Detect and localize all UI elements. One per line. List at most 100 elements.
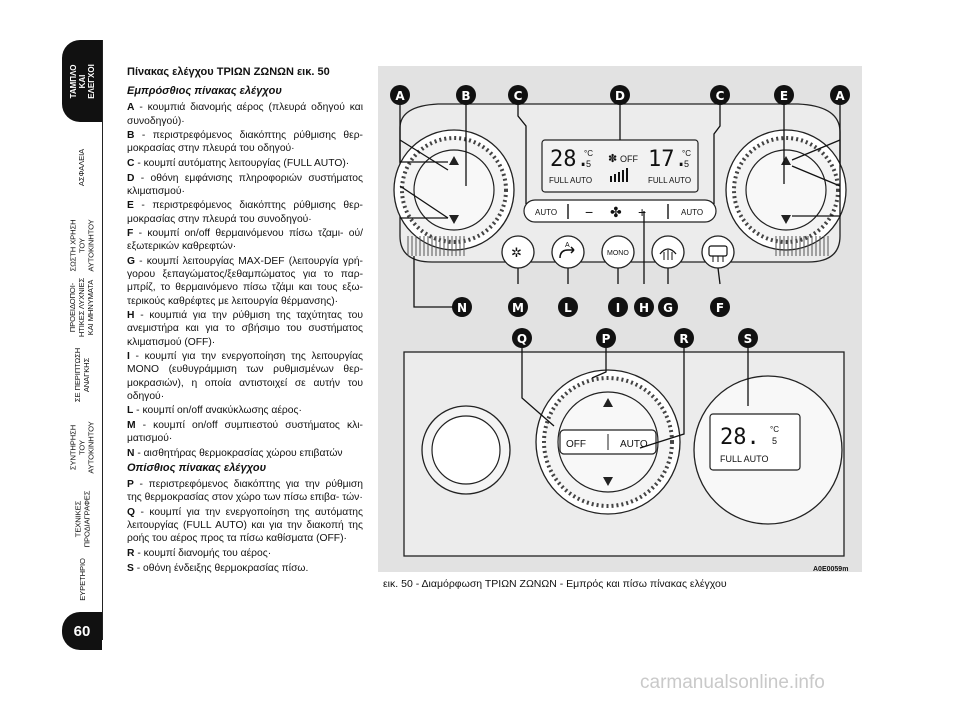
rear-items-list: P - περιστρεφόμενος διακόπτης για την ρύ…: [127, 478, 363, 575]
auto-button-left[interactable]: AUTO: [535, 208, 557, 217]
callout-label: M: [512, 301, 524, 315]
callout-leaders-front: [399, 95, 841, 308]
legend-item: L - κουμπί on/off ανακύκλωσης αέρος·: [127, 404, 363, 417]
watermark: carmanualsonline.info: [640, 672, 825, 693]
recirculation-icon: [559, 246, 575, 259]
legend-text: - κουμπί για την ενεργοποίηση της λειτου…: [127, 351, 363, 402]
legend-item: H - κουμπιά για την ρύθμιση της ταχύτητα…: [127, 309, 363, 349]
callout-label: R: [679, 332, 688, 346]
auto-button-right[interactable]: AUTO: [681, 208, 703, 217]
tab-index[interactable]: ΕΥΡΕΤΗΡΙΟ: [77, 557, 87, 601]
legend-key: D: [127, 172, 135, 184]
front-items-list: A - κουμπιά διανομής αέρος (πλευρά οδηγο…: [127, 101, 363, 460]
callout-q: [512, 328, 532, 348]
tab-dashboard-controls[interactable]: ΤΑΜΠΛΟ ΚΑΙ ΕΛΕΓΧΟΙ: [62, 40, 102, 122]
legend-text: - κουμπί on/off ανακύκλωσης αέρος·: [136, 405, 302, 417]
callout-e: [774, 85, 794, 105]
legend-key: S: [127, 562, 134, 574]
legend-key: C: [127, 158, 135, 169]
callout-i: [608, 297, 628, 317]
temp-unit-label: °C: [584, 149, 593, 158]
rear-auto-label[interactable]: AUTO: [620, 439, 648, 450]
legend-key: B: [127, 130, 135, 142]
legend-key: R: [127, 547, 135, 559]
arrow-down-icon: [449, 215, 459, 224]
legend-text: - οθόνη ένδειξης θερμοκρασίας πίσω.: [136, 562, 309, 574]
tab-safety[interactable]: ΑΣΦΑΛΕΙΑ: [77, 148, 87, 186]
windshield-defrost-icon: [659, 248, 677, 255]
legend-key: E: [127, 200, 134, 212]
rear-panel-heading: Οπίσθιος πίνακας ελέγχου: [127, 461, 267, 474]
callout-label: A: [395, 89, 405, 103]
legend-item: Q - κουμπί για την ενεργοποίηση της αυτό…: [127, 506, 363, 546]
callout-label: C: [514, 89, 523, 103]
legend-text: - περιστρεφόμενος διακόπτης για την ρύθμ…: [127, 479, 363, 504]
callout-label: F: [716, 301, 724, 315]
legend-text: - περιστρεφόμενος διακόπτης ρύθμισης θερ…: [127, 130, 363, 155]
climate-panel-illustration: 28. °C 5 FULL AUTO ✽ OFF 17. °C 5 FULL A…: [390, 85, 850, 557]
legend-item: F - κουμπί on/off θερμαινόμενου πίσω τζα…: [127, 227, 363, 253]
body-text: Πίνακας ελέγχου ΤΡΙΩΝ ΖΩΝΩΝ εικ. 50 Εμπρ…: [127, 66, 363, 576]
callout-label: N: [457, 301, 467, 315]
callout-label: E: [780, 89, 788, 103]
callout-p: [596, 328, 616, 348]
passenger-mode-label: FULL AUTO: [648, 176, 691, 185]
callout-label: L: [564, 301, 572, 315]
legend-item: S - οθόνη ένδειξης θερμοκρασίας πίσω.: [127, 562, 363, 575]
passenger-temp-knob[interactable]: [725, 129, 847, 251]
mono-button[interactable]: MONO: [601, 235, 635, 269]
legend-key: I: [127, 351, 130, 363]
front-panel-heading: Εμπρόσθιος πίνακας ελέγχου: [127, 85, 282, 98]
legend-item: N - αισθητήρας θερμοκρασίας χώρου επιβατ…: [127, 447, 363, 460]
driver-mode-label: FULL AUTO: [549, 176, 592, 185]
legend-text: - κουμπί αυτόματης λειτουργίας (FULL AUT…: [137, 158, 350, 169]
legend-item: D - οθόνη εμφάνισης πληροφοριών συστήματ…: [127, 172, 363, 198]
rear-window-heater-button[interactable]: [701, 235, 735, 269]
rear-temp-readout: 28.: [720, 425, 760, 450]
passenger-temp-readout: 17.: [648, 147, 688, 172]
sidebar-rule: [102, 40, 103, 640]
recirculation-button[interactable]: A: [551, 235, 585, 269]
vent-grille: [775, 236, 829, 256]
recirc-auto-label: A: [565, 242, 570, 249]
callout-label: A: [835, 89, 845, 103]
temp-unit-label: °C: [682, 149, 691, 158]
fan-icon: ✤: [610, 204, 622, 220]
rear-temp-knob[interactable]: OFF AUTO: [535, 369, 681, 515]
callout-label: Q: [517, 332, 527, 346]
driver-temp-readout: 28.: [550, 147, 590, 172]
callout-label: G: [663, 301, 673, 315]
legend-text: - κουμπί on/off θερμαινόμενου πίσω τζαμι…: [127, 228, 363, 253]
rear-off-label[interactable]: OFF: [566, 439, 586, 450]
max-def-button[interactable]: [651, 235, 685, 269]
arrow-down-icon: [781, 215, 791, 224]
callout-label: D: [615, 89, 625, 103]
callout-n: [452, 297, 472, 317]
mono-label: MONO: [607, 250, 629, 257]
tab-warning-lights[interactable]: ΠΡΟΕΙΔΟΠΟΙ- ΗΤΙΚΕΣ ΛΥΧΝΙΕΣ ΚΑΙ ΜΗΝΥΜΑΤΑ: [68, 277, 96, 337]
legend-item: P - περιστρεφόμενος διακόπτης για την ρύ…: [127, 478, 363, 504]
legend-key: P: [127, 479, 134, 491]
legend-text: - οθόνη εμφάνισης πληροφοριών συστήματος…: [127, 172, 363, 197]
fan-plus-button[interactable]: +: [638, 204, 646, 220]
callout-g: [658, 297, 678, 317]
ac-compressor-button[interactable]: ✲: [501, 235, 535, 269]
tab-emergency[interactable]: ΣΕ ΠΕΡΙΠΤΩΣΗ ΑΝΑΓΚΗΣ: [73, 347, 92, 403]
callout-label: H: [639, 301, 649, 315]
figure-code: A0E0059m: [813, 566, 849, 573]
driver-temp-knob[interactable]: [393, 129, 515, 251]
driver-temp-decimal: 5: [586, 159, 591, 169]
legend-key: L: [127, 405, 134, 417]
vent-grille: [407, 236, 465, 256]
display-off-label: OFF: [620, 154, 638, 164]
callout-a-right: [830, 85, 850, 105]
callout-f: [710, 297, 730, 317]
snowflake-icon: ✲: [511, 245, 522, 260]
fan-minus-button[interactable]: −: [585, 204, 593, 220]
callout-c-right: [710, 85, 730, 105]
rear-air-vent: [421, 405, 511, 495]
legend-key: A: [127, 102, 135, 114]
callout-l: [558, 297, 578, 317]
tab-maintenance[interactable]: ΣΥΝΤΗΡΗΣΗ ΤΟΥ ΑΥΤΟΚΙΝΗΤΟΥ: [68, 420, 96, 474]
passenger-temp-decimal: 5: [684, 159, 689, 169]
